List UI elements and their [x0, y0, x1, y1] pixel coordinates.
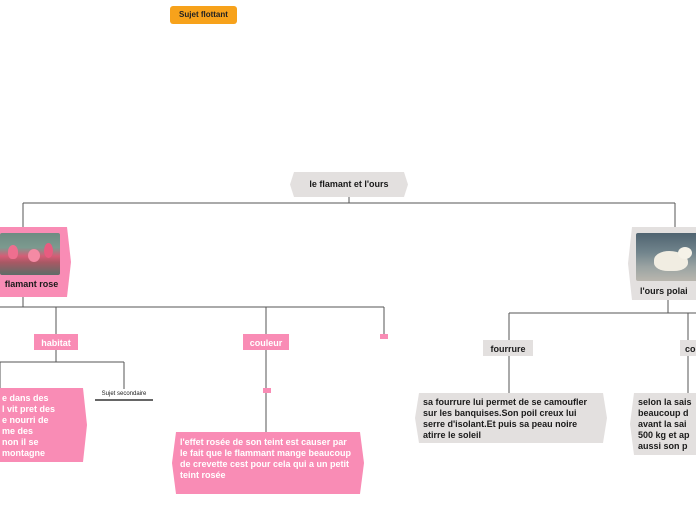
- subtopic-sujet-secondaire[interactable]: Sujet secondaire: [95, 389, 153, 401]
- subtopic-couleur[interactable]: couleur: [243, 334, 289, 350]
- subtopic-habitat[interactable]: habitat: [34, 334, 78, 350]
- main-topic-flamant-rose[interactable]: flamant rose: [0, 227, 71, 297]
- empty-topic-marker[interactable]: [380, 334, 388, 339]
- main-topic-label: flamant rose: [4, 279, 59, 289]
- subtopic-co[interactable]: co: [680, 340, 696, 356]
- note-line: non il se: [2, 437, 39, 447]
- empty-topic-marker[interactable]: [263, 388, 271, 393]
- subtopic-label: couleur: [249, 338, 283, 348]
- subtopic-fourrure[interactable]: fourrure: [483, 340, 533, 356]
- note-line: e nourri de: [2, 415, 49, 425]
- subtopic-label: fourrure: [490, 344, 526, 354]
- note-fourrure[interactable]: sa fourrure lui permet de se camoufler s…: [415, 393, 607, 443]
- subtopic-label: co: [685, 344, 696, 354]
- floating-topic[interactable]: Sujet flottant: [170, 6, 237, 24]
- note-line: selon la sais: [638, 397, 692, 407]
- note-line: beaucoup d: [638, 408, 689, 418]
- flamingo-image: [0, 233, 60, 275]
- note-couleur[interactable]: l'effet rosée de son teint est causer pa…: [172, 432, 364, 494]
- main-topic-label: l'ours polai: [640, 286, 688, 296]
- note-line: avant la sai: [638, 419, 687, 429]
- note-line: aussi son p: [638, 441, 688, 451]
- note-habitat[interactable]: e dans des l vit pret des e nourri de me…: [0, 388, 87, 462]
- polar-bear-image: [636, 233, 696, 281]
- note-co[interactable]: selon la sais beaucoup d avant la sai 50…: [630, 393, 696, 455]
- note-line: l vit pret des: [2, 404, 56, 414]
- central-topic[interactable]: le flamant et l'ours: [290, 172, 408, 197]
- note-line: me des: [2, 426, 34, 436]
- note-line: montagne: [2, 448, 46, 458]
- subtopic-label: habitat: [41, 338, 71, 348]
- note-line: e dans des: [2, 393, 49, 403]
- note-line: 500 kg et ap: [638, 430, 690, 440]
- main-topic-ours-polaire[interactable]: l'ours polai: [628, 227, 696, 300]
